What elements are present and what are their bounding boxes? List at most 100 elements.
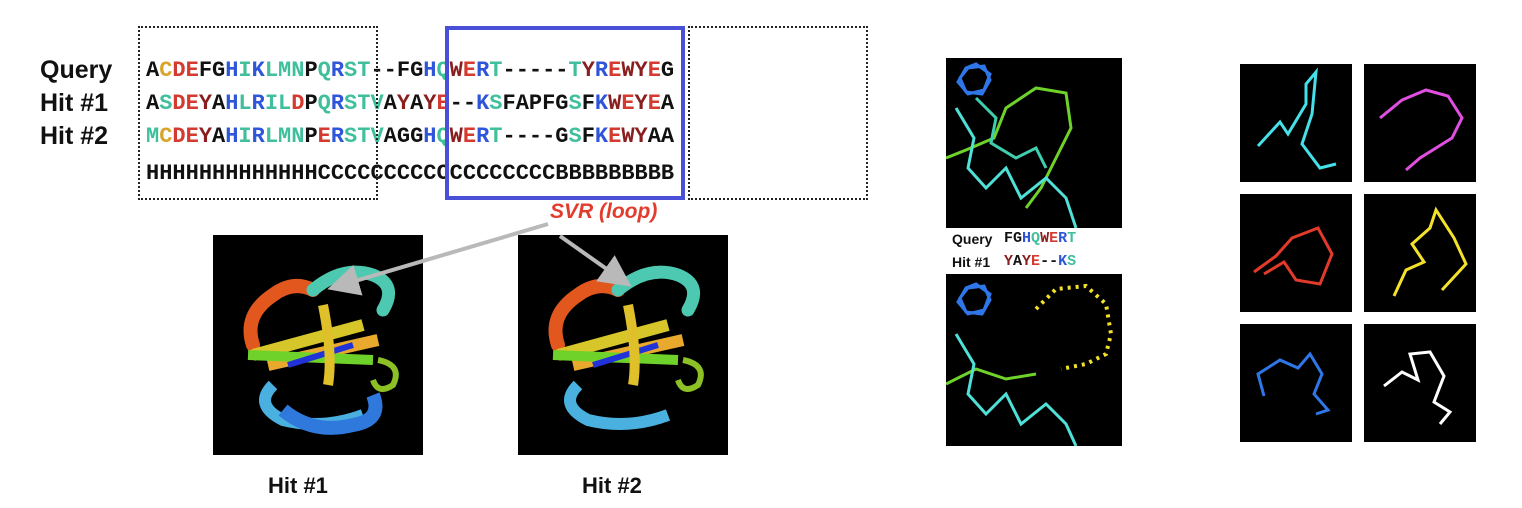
residue: B <box>594 161 609 186</box>
residue: C <box>542 161 556 186</box>
arrow-to-hit1 <box>327 222 549 296</box>
residue: H <box>304 161 318 186</box>
residue: F <box>542 91 556 116</box>
residue: - <box>542 58 556 83</box>
residue: F <box>581 91 595 116</box>
residue: S <box>159 91 173 116</box>
fragment-trace-3 <box>1253 226 1334 286</box>
mini-label-query: Query <box>952 231 993 247</box>
residue: G <box>555 124 569 149</box>
residue: Y <box>396 91 411 116</box>
residue: A <box>647 124 661 149</box>
residue: - <box>449 91 463 116</box>
residue: W <box>621 124 635 149</box>
residue: R <box>330 124 345 149</box>
residue: Y <box>198 91 213 116</box>
residue: - <box>515 124 529 149</box>
residue: E <box>647 91 661 116</box>
residue: S <box>344 124 358 149</box>
residue: W <box>608 91 622 116</box>
fragment-trace-2 <box>1379 88 1464 172</box>
residue: C <box>357 161 371 186</box>
residue: L <box>278 91 292 116</box>
residue: D <box>172 91 186 116</box>
residue: H <box>185 161 199 186</box>
residue: A <box>660 124 675 149</box>
residue: R <box>330 91 345 116</box>
residue: K <box>251 58 265 83</box>
residue: K <box>594 91 609 116</box>
residue: M <box>278 124 292 149</box>
residue: T <box>489 124 503 149</box>
residue: A <box>212 124 226 149</box>
residue: Y <box>581 58 595 83</box>
residue: H <box>423 124 437 149</box>
fragment-path-3 <box>1253 226 1334 286</box>
residue: E <box>608 58 622 83</box>
residue: L <box>264 124 279 149</box>
structure-caption-hit1: Hit #1 <box>268 473 328 498</box>
residue: F <box>396 58 411 83</box>
residue: C <box>410 161 424 186</box>
residue: E <box>462 58 477 83</box>
ribbon-structure-hit1 <box>243 265 399 435</box>
fragment-trace-5 <box>1256 351 1331 416</box>
residue: A <box>146 91 160 116</box>
residue: B <box>608 161 622 186</box>
residue: I <box>238 124 252 149</box>
residue: F <box>198 58 213 83</box>
fragment-panel-3 <box>1240 194 1352 312</box>
residue: G <box>555 91 569 116</box>
alignment-label-hit2: Hit #2 <box>40 122 109 150</box>
residue: B <box>581 161 595 186</box>
mini-residue: - <box>1049 253 1059 270</box>
fragment-panel-2 <box>1364 64 1476 182</box>
residue: R <box>251 124 265 149</box>
mini-residue: K <box>1058 253 1068 270</box>
mini-residue: W <box>1040 230 1050 247</box>
residue: G <box>212 58 226 83</box>
residue: W <box>449 124 463 149</box>
residue: N <box>291 124 305 149</box>
residue: - <box>502 58 516 83</box>
ca-trace-bottom <box>945 282 1114 447</box>
mini-residue: T <box>1067 230 1077 247</box>
residue: Y <box>634 91 648 116</box>
fragment-path-6 <box>1383 350 1453 425</box>
mini-residue: E <box>1031 253 1041 270</box>
residue: L <box>264 58 279 83</box>
residue: E <box>608 124 622 149</box>
residue: D <box>172 58 186 83</box>
strand-region-box <box>688 26 868 200</box>
mini-label-hit1: Hit #1 <box>952 254 991 270</box>
residue: E <box>647 58 661 83</box>
mini-residue: S <box>1067 253 1077 270</box>
fragment-panel-4 <box>1364 194 1476 312</box>
residue: B <box>621 161 635 186</box>
mini-residue: A <box>1013 253 1023 270</box>
residue: B <box>568 161 582 186</box>
residue: C <box>330 161 345 186</box>
residue: C <box>502 161 516 186</box>
residue: S <box>489 91 503 116</box>
residue: P <box>528 91 543 116</box>
residue: - <box>515 58 529 83</box>
residue: C <box>317 161 331 186</box>
residue: B <box>555 161 569 186</box>
residue: R <box>330 58 345 83</box>
residue: H <box>225 91 239 116</box>
mini-sequence-query: FGHQWERT <box>1004 230 1076 247</box>
loop-trace-panel-top <box>945 58 1122 229</box>
fragment-panel-1 <box>1240 64 1352 182</box>
residue: C <box>528 161 543 186</box>
residue: B <box>660 161 675 186</box>
helix-region-box <box>138 26 378 200</box>
residue: E <box>621 91 635 116</box>
residue: H <box>146 161 160 186</box>
residue: T <box>357 91 371 116</box>
mini-residue: E <box>1049 230 1059 247</box>
residue: R <box>594 58 609 83</box>
residue: A <box>383 91 397 116</box>
alignment-sequence-query: ACDEFGHIKLMNPQRST--FGHQWERT-----TYREWYEG <box>146 57 674 84</box>
